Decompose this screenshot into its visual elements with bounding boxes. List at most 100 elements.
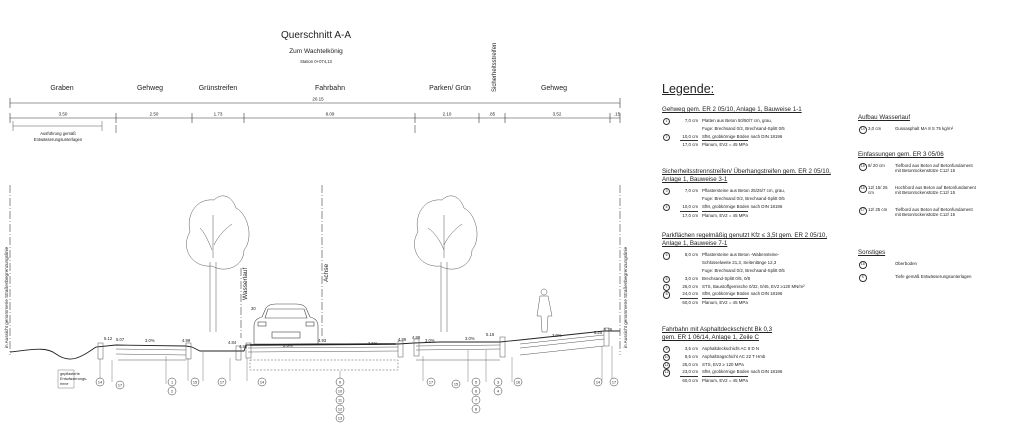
svg-text:1: 1 (171, 381, 173, 385)
legend-number-badge: 15 (859, 163, 867, 171)
svg-text:14: 14 (260, 381, 264, 385)
legend-description: Fuge: Brechsand 0/2, Brechsand-Splitt 0/… (702, 125, 785, 131)
legend-thickness: 12/ 15/ 25 cm (868, 185, 888, 196)
legend-description: STS, EV2 ≥ 120 MPa (702, 361, 744, 367)
callout-9: 9 (335, 377, 345, 387)
svg-text:15: 15 (454, 383, 458, 387)
legend-number-badge: 1 (663, 118, 671, 126)
legend-row: Schlüsselweite 21,3, Seitenlänge 12,3 (662, 259, 852, 267)
ground-profile (9, 330, 620, 360)
svg-text:14: 14 (596, 381, 600, 385)
segment-width-sicherheit: .85 (489, 112, 496, 117)
legend-number-badge: 16 (859, 185, 867, 193)
legend-title: Legende: (662, 82, 715, 96)
svg-text:15: 15 (193, 381, 197, 385)
elevation-488: 4.88 (412, 335, 421, 340)
svg-text:17: 17 (118, 384, 122, 388)
drawing-title: Querschnitt A-A (281, 30, 351, 41)
legend-description: Asphalttragschicht AC 22 T Hmb (702, 353, 766, 359)
callout-4: 4 (493, 386, 503, 396)
legend-description: Gussasphalt MA 8 S 75 kg/m² (895, 126, 954, 131)
legend-thickness: 25,0 cm (682, 361, 698, 367)
zone-label-gruenstreifen: Grünstreifen (199, 85, 238, 92)
legend-section-heading: Gehweg gem. ER 2 05/10, Anlage 1, Bauwei… (662, 106, 802, 113)
legend-section-3: Parkflächen regelmäßig genutzt Kfz ≤ 3,5… (662, 232, 852, 306)
legend-description: Pflastersteine aus Beton 25/25/7 cm, gra… (702, 188, 785, 194)
segment-width-gruenstreifen: 1.73 (214, 112, 223, 117)
legend-sections: Gehweg gem. ER 2 05/10, Anlage 1, Bauwei… (662, 106, 852, 384)
boundary-lines (9, 125, 621, 355)
callout-7: 7 (471, 395, 481, 405)
callout-17d: 17 (609, 377, 619, 387)
legend-thickness: 7,0 cm (684, 118, 698, 123)
segment-width-edge: .15 (614, 112, 621, 117)
svg-text:17: 17 (429, 381, 433, 385)
callout-16: 16 (513, 377, 523, 387)
zone-label-fahrbahn: Fahrbahn (315, 85, 345, 92)
slope-gehweg-right: 3.0% (552, 333, 562, 338)
boundary-label-left: in Aussicht genommene Straßenbegrenzungs… (4, 246, 9, 348)
legend-number-badge: 11 (663, 361, 671, 369)
note-bracket (12, 121, 103, 131)
legend-number-badge: 5 (663, 252, 671, 260)
legend-section-heading: gem. ER 1 06/14, Anlage 1, Zeile C (662, 333, 759, 341)
svg-text:9: 9 (339, 381, 341, 385)
legend-section-heading: Sicherheitsstrennstreifen/ Überhangstrei… (662, 168, 831, 176)
legend-description: Pflastersteine aus Beton -Wabensteine- (702, 252, 780, 258)
callout-14c: 14 (593, 377, 603, 387)
legend-thickness: 60,0 cm (680, 298, 698, 307)
legend-number-badge: 6 (663, 275, 671, 283)
zone-label-parken-gruen: Parken/ Grün (429, 85, 471, 92)
legend-thickness: 17,0 cm (680, 210, 698, 220)
zone-label-gehweg-left: Gehweg (137, 85, 163, 92)
callout-10: 10 (335, 386, 345, 396)
svg-text:7: 7 (475, 399, 477, 403)
callout-2: 2 (167, 386, 177, 396)
legend-description: Tiefbord aus Beton auf Betonfundament mi… (895, 207, 973, 218)
boundary-label-right: in Aussicht genommene Straßenbegrenzungs… (623, 246, 628, 348)
legend-thickness: 24,0 cm (682, 291, 698, 297)
elevation-489: 4.89 (398, 337, 407, 342)
segment-width-gehweg-right: 3.52 (553, 112, 562, 117)
legend-description: SfM, grobkörnige Böden nach DIN 18196 (702, 203, 783, 209)
svg-text:3: 3 (497, 381, 499, 385)
legend-description: Brechsand-Splitt 0/5, 0/8 (702, 275, 751, 281)
svg-text:16: 16 (516, 381, 520, 385)
legend-section-heading: Anlage 1, Bauweise 3-1 (662, 176, 728, 184)
elevation-484: 4.84 (228, 340, 237, 345)
callout-3: 3 (493, 377, 503, 387)
legend-row: 6 3,0 cm Brechsand-Splitt 0/5, 0/8 (662, 275, 852, 283)
callout-leaders (99, 346, 613, 384)
legend-number-badge: 12 (663, 369, 671, 377)
legend-row: 11 25,0 cm STS, EV2 ≥ 120 MPa (662, 361, 852, 369)
elevation-526: 5.26 (604, 327, 613, 332)
legend-thickness: 8,5 cm (684, 353, 698, 359)
callout-15b: 15 (451, 379, 461, 389)
legend-row: Fuge: Brechsand 0/2, Brechsand-Splitt 0/… (662, 125, 852, 133)
legend-thickness: 3,0 cm (684, 275, 698, 281)
pedestrian-silhouette (536, 288, 553, 333)
svg-text:8: 8 (475, 408, 477, 412)
ditch-note-box (57, 369, 75, 389)
note-line-1: Ausführung gemäß (40, 131, 76, 136)
legend-description: Schlüsselweite 21,3, Seitenlänge 12,3 (702, 260, 777, 266)
svg-text:12: 12 (338, 408, 342, 412)
legend-description: Oberboden (895, 261, 917, 266)
elevation-525: 5.25 (594, 330, 603, 335)
legend-number-badge: 18 (859, 261, 867, 269)
callout-17a: 17 (115, 380, 125, 390)
legend-right-heading: Aufbau Wasserlauf (858, 114, 911, 121)
callout-17b: 17 (217, 377, 227, 387)
